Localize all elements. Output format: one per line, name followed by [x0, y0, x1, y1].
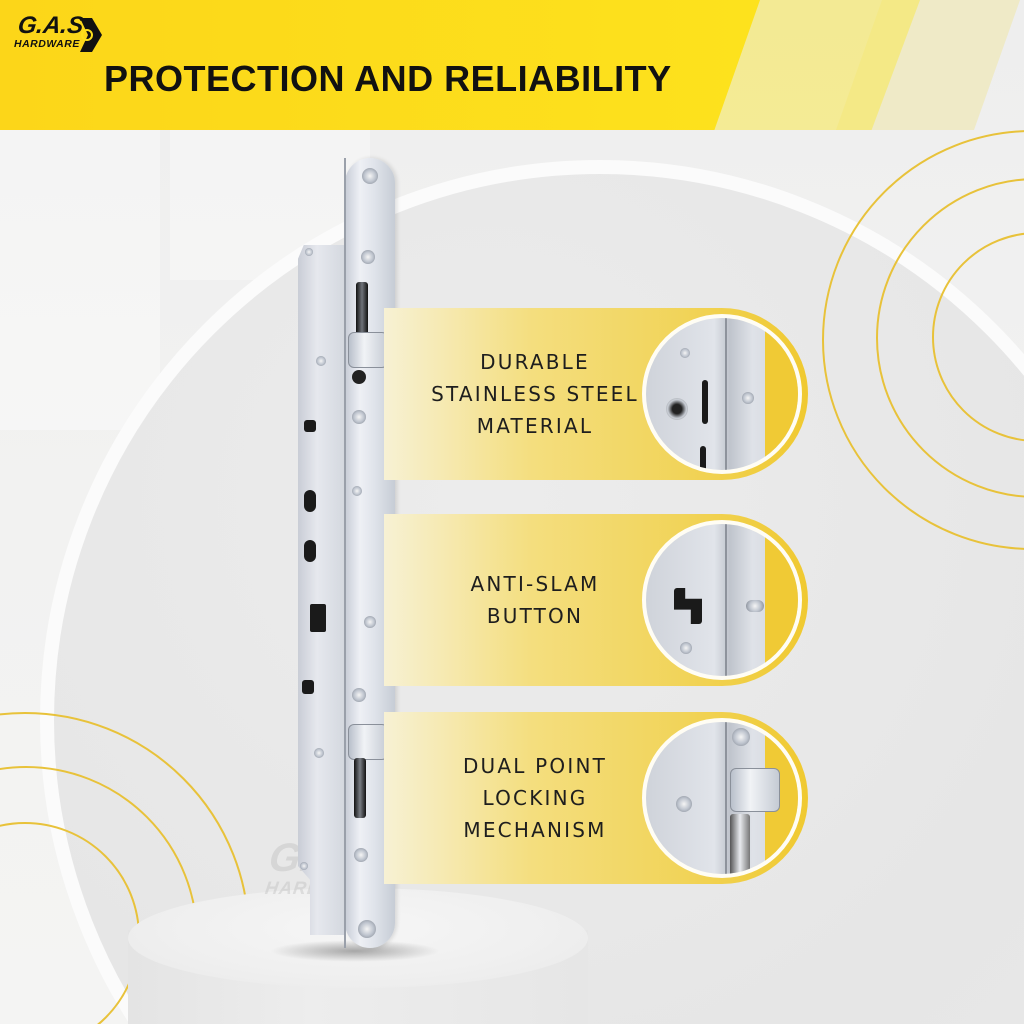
- case-spindle-slot: [304, 490, 316, 512]
- logo-wordmark: G.A.S: [16, 12, 86, 39]
- feature-pill-dual-point: DUAL POINT LOCKING MECHANISM: [384, 712, 808, 884]
- faceplate-screw: [361, 250, 375, 264]
- hook-slot: [354, 758, 366, 818]
- feature-label: DUAL POINT LOCKING MECHANISM: [420, 750, 650, 846]
- faceplate-screw-hole: [362, 168, 378, 184]
- feature-line: MECHANISM: [463, 818, 607, 842]
- feature-line: DUAL POINT: [462, 754, 608, 778]
- faceplate-screw: [352, 410, 366, 424]
- feature-closeup-image: [642, 718, 802, 878]
- hook-bolt-upper: [348, 332, 388, 368]
- feature-line: LOCKING: [482, 786, 588, 810]
- faceplate-screw-hole: [358, 920, 376, 938]
- case-rivet: [305, 248, 313, 256]
- logo-arrow-icon: [80, 18, 102, 52]
- anti-slam-pin: [364, 616, 376, 628]
- feature-line: DURABLE: [480, 350, 590, 374]
- feature-line: ANTI-SLAM: [470, 572, 600, 596]
- case-bracket-slot: [310, 604, 326, 632]
- case-rivet: [314, 748, 324, 758]
- faceplate-screw: [352, 370, 366, 384]
- hook-bolt-lower: [348, 724, 388, 760]
- faceplate-screw: [352, 486, 362, 496]
- product-shadow: [270, 940, 440, 962]
- feature-line: STAINLESS STEEL: [431, 382, 639, 406]
- faceplate-screw: [352, 688, 366, 702]
- feature-line: MATERIAL: [476, 414, 594, 438]
- header-banner: [0, 0, 760, 130]
- feature-pill-material: DURABLE STAINLESS STEEL MATERIAL: [384, 308, 808, 480]
- lock-seam: [344, 158, 346, 948]
- faceplate-screw: [354, 848, 368, 862]
- feature-closeup-image: [642, 520, 802, 680]
- feature-pill-anti-slam: ANTI-SLAM BUTTON: [384, 514, 808, 686]
- feature-line: BUTTON: [486, 604, 584, 628]
- brand-logo: G.A.S HARDWARE: [12, 12, 102, 54]
- background-window-panel: [0, 130, 160, 430]
- case-rivet: [300, 862, 308, 870]
- case-spindle-slot: [304, 540, 316, 562]
- feature-closeup-image: [642, 314, 802, 474]
- page-title: PROTECTION AND RELIABILITY: [104, 58, 672, 99]
- lock-case: [298, 245, 346, 935]
- case-rivet: [316, 356, 326, 366]
- case-square-slot: [302, 680, 314, 694]
- feature-label: ANTI-SLAM BUTTON: [420, 568, 650, 632]
- logo-subtitle: HARDWARE: [14, 38, 80, 50]
- feature-label: DURABLE STAINLESS STEEL MATERIAL: [420, 346, 650, 442]
- case-square-slot: [304, 420, 316, 432]
